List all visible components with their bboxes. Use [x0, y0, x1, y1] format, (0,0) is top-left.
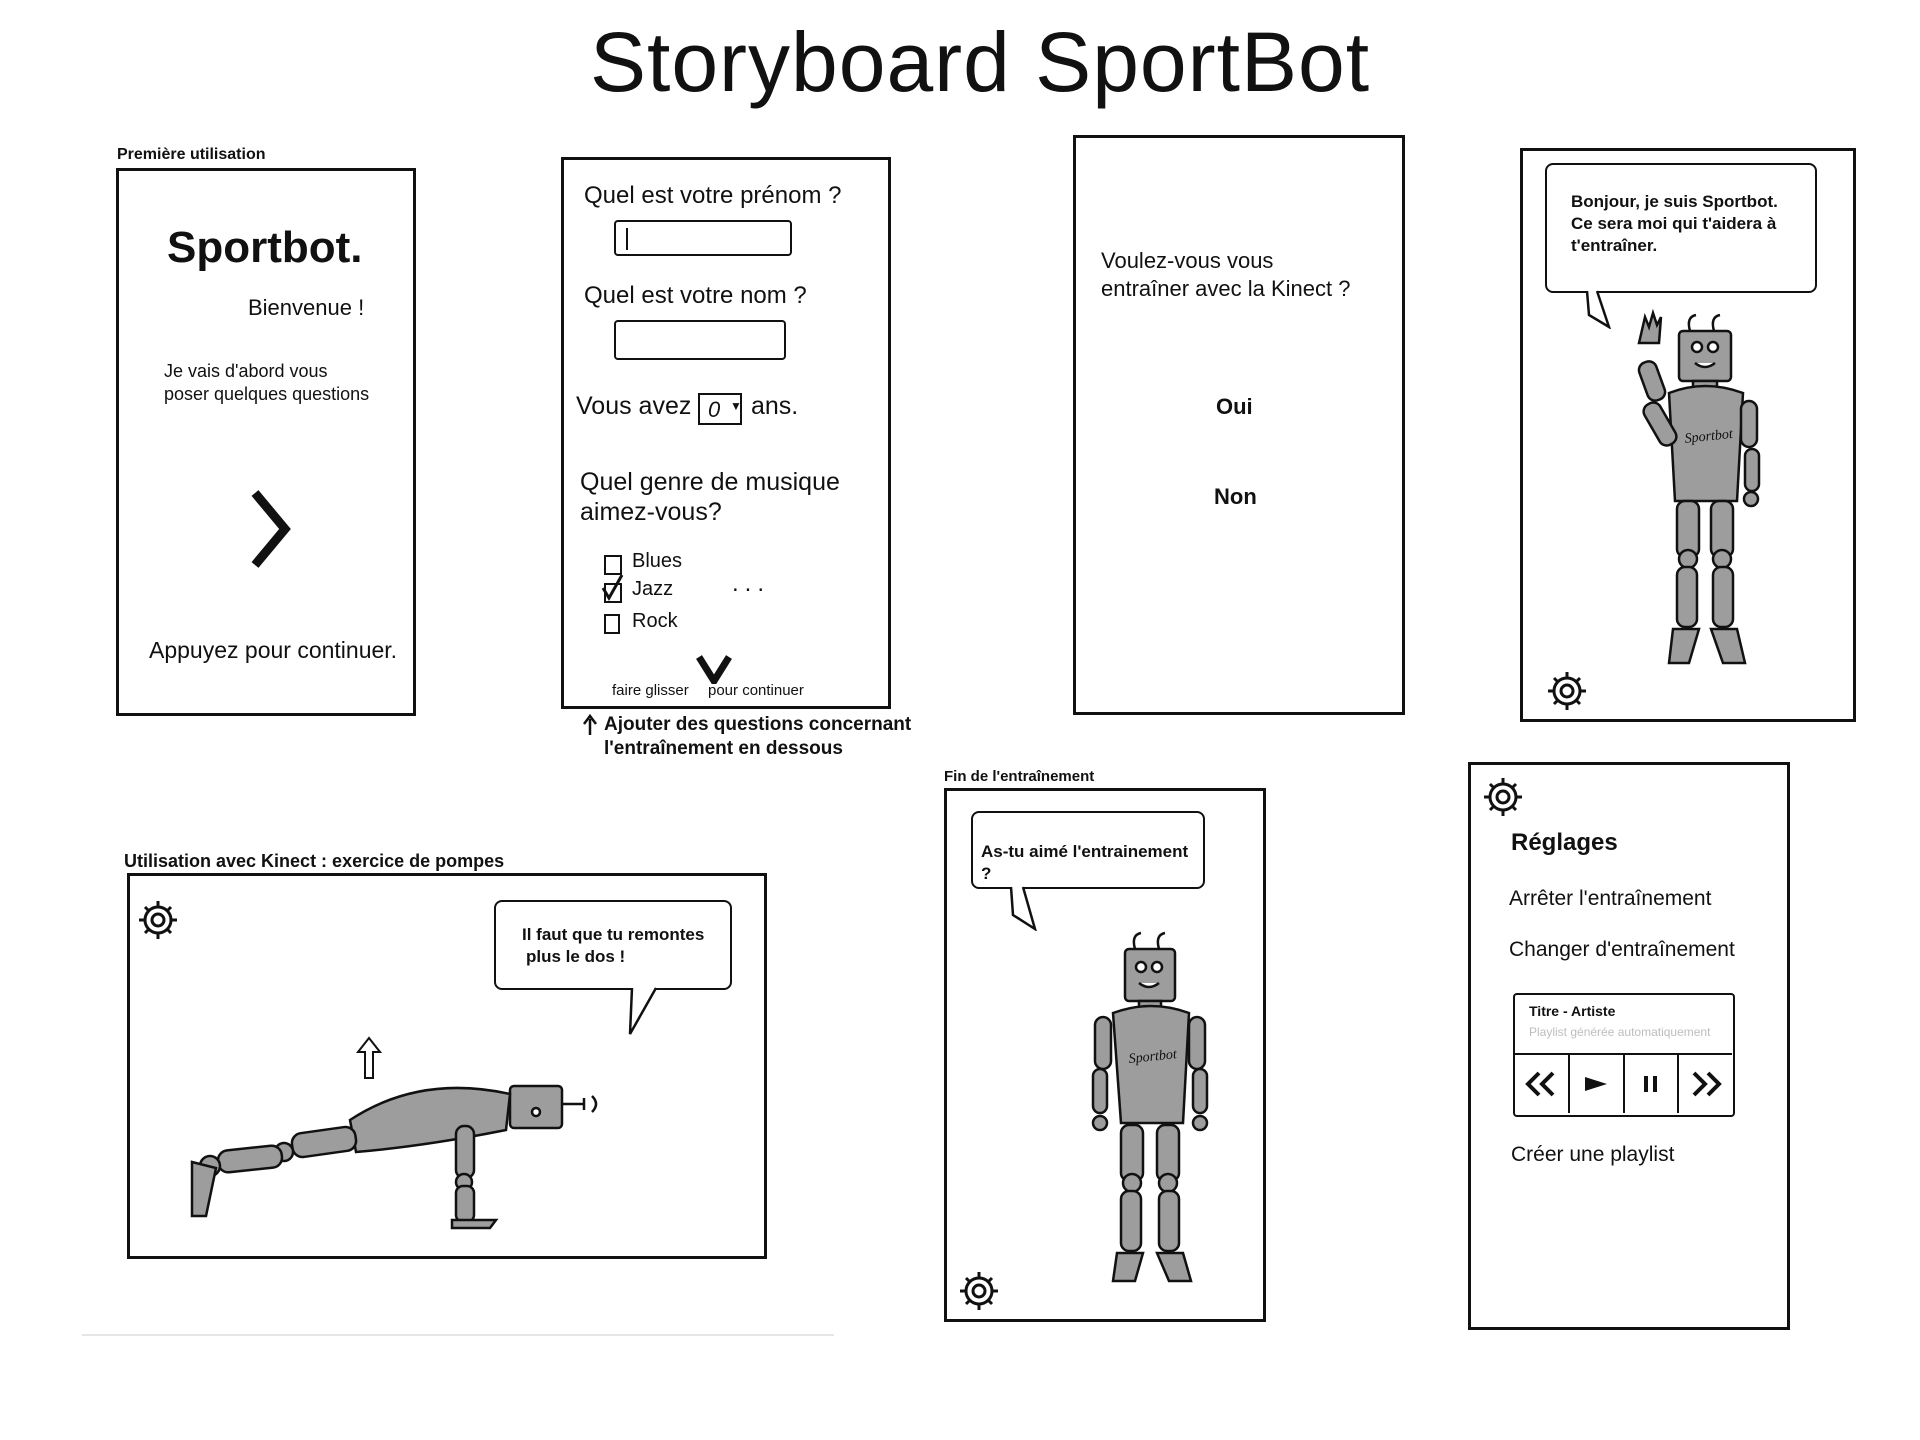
player-controls	[1515, 1053, 1732, 1113]
play-button[interactable]	[1570, 1055, 1625, 1113]
more-options-ellipsis: ...	[732, 570, 771, 597]
pause-button[interactable]	[1625, 1055, 1680, 1113]
music-label-2: aimez-vous?	[580, 498, 722, 526]
settings-heading: Réglages	[1511, 829, 1618, 856]
age-value: 0	[708, 397, 721, 422]
end-question: As-tu aimé l'entrainement ?	[981, 842, 1189, 883]
panel-questionnaire: Quel est votre prénom ? Quel est votre n…	[561, 157, 891, 709]
pause-icon	[1643, 1076, 1657, 1092]
chevron-right-icon[interactable]	[249, 489, 293, 569]
lastname-input[interactable]	[614, 320, 786, 360]
panel-settings: Réglages Arrêter l'entraînement Changer …	[1468, 762, 1790, 1330]
age-suffix: ans.	[751, 392, 799, 420]
forward-button[interactable]	[1679, 1055, 1732, 1113]
panel-robot-greeting: Bonjour, je suis Sportbot. Ce sera moi q…	[1520, 148, 1856, 722]
intro-line-2: poser quelques questions	[164, 384, 370, 404]
panel-end-training: As-tu aimé l'entrainement ? Sport	[944, 788, 1266, 1322]
track-title: Titre - Artiste	[1529, 1003, 1616, 1019]
chevron-down-icon: ▼	[730, 399, 742, 413]
age-prefix: Vous avez	[576, 392, 692, 420]
panel-first-use: Sportbot. Bienvenue ! Je vais d'abord vo…	[116, 168, 416, 716]
text-cursor	[626, 228, 628, 250]
divider-line	[82, 1334, 834, 1336]
option-blues-label: Blues	[632, 550, 683, 572]
brand-title: Sportbot.	[167, 223, 363, 272]
annotation-line-1: Ajouter des questions concernant	[604, 714, 912, 735]
end-speech-bubble: As-tu aimé l'entrainement ?	[971, 811, 1205, 889]
robot-chest-text: Sportbot	[1128, 1047, 1179, 1067]
gear-icon[interactable]	[1481, 775, 1525, 819]
firstname-input[interactable]	[614, 220, 792, 256]
greeting-line-1: Bonjour, je suis Sportbot.	[1571, 192, 1778, 211]
gear-icon[interactable]	[1545, 669, 1589, 713]
option-rock-label: Rock	[632, 610, 678, 632]
option-jazz-label: Jazz	[632, 578, 674, 600]
up-arrow-icon	[355, 1036, 383, 1079]
panel6-caption: Fin de l'entraînement	[944, 768, 1095, 785]
panel-kinect-pushups: Il faut que tu remontes plus le dos !	[127, 873, 767, 1259]
change-training-item[interactable]: Changer d'entraînement	[1509, 938, 1735, 961]
gear-icon[interactable]	[957, 1269, 1001, 1313]
swipe-hint-right: pour continuer	[708, 682, 804, 699]
create-playlist-item[interactable]: Créer une playlist	[1511, 1143, 1675, 1166]
robot-standing-illustration: Sportbot	[1091, 931, 1209, 1283]
play-icon	[1585, 1077, 1608, 1091]
bubble-tail	[628, 987, 658, 1035]
bubble-tail	[1009, 886, 1037, 931]
fast-forward-icon	[1692, 1071, 1722, 1097]
playlist-note: Playlist générée automatiquement	[1529, 1025, 1711, 1039]
greeting-line-3: t'entraîner.	[1571, 236, 1658, 255]
robot-chest-text: Sportbot	[1684, 427, 1735, 447]
no-button[interactable]: Non	[1214, 484, 1257, 509]
panel-kinect-question: Voulez-vous vous entraîner avec la Kinec…	[1073, 135, 1405, 715]
checkbox-blues[interactable]	[604, 555, 622, 575]
robot-waving-illustration: Sportbot	[1637, 308, 1761, 665]
rewind-icon	[1525, 1071, 1555, 1097]
kinect-question-2: entraîner avec la Kinect ?	[1101, 276, 1351, 301]
swipe-down-icon[interactable]	[696, 654, 732, 684]
robot-pushup-illustration	[190, 1084, 598, 1230]
panel1-caption: Première utilisation	[117, 146, 266, 163]
kinect-question-1: Voulez-vous vous	[1101, 248, 1274, 273]
firstname-label: Quel est votre prénom ?	[584, 182, 842, 209]
yes-button[interactable]: Oui	[1216, 394, 1253, 419]
lastname-label: Quel est votre nom ?	[584, 282, 807, 309]
panel5-caption: Utilisation avec Kinect : exercice de po…	[124, 851, 505, 871]
age-select[interactable]: 0 ▼	[698, 393, 742, 425]
intro-line-1: Je vais d'abord vous	[164, 361, 328, 381]
rewind-button[interactable]	[1515, 1055, 1570, 1113]
continue-button[interactable]: Appuyez pour continuer.	[149, 637, 398, 663]
music-label-1: Quel genre de musique	[580, 468, 840, 496]
checkbox-rock[interactable]	[604, 614, 620, 634]
music-player: Titre - Artiste Playlist générée automat…	[1513, 993, 1735, 1117]
correction-line-2: plus le dos !	[526, 947, 626, 966]
check-icon	[601, 574, 624, 601]
curved-arrow-icon	[583, 713, 597, 735]
correction-line-1: Il faut que tu remontes	[522, 925, 705, 944]
stop-training-item[interactable]: Arrêter l'entraînement	[1509, 887, 1712, 910]
swipe-hint-left: faire glisser	[612, 682, 689, 699]
welcome-text: Bienvenue !	[248, 295, 365, 320]
gear-icon[interactable]	[136, 898, 180, 942]
annotation-line-2: l'entraînement en dessous	[604, 738, 843, 759]
greeting-line-2: Ce sera moi qui t'aidera à	[1571, 214, 1777, 233]
greeting-speech-bubble: Bonjour, je suis Sportbot. Ce sera moi q…	[1545, 163, 1817, 293]
bubble-tail	[1585, 290, 1611, 329]
correction-speech-bubble: Il faut que tu remontes plus le dos !	[494, 900, 732, 990]
page-title: Storyboard SportBot	[589, 15, 1371, 109]
